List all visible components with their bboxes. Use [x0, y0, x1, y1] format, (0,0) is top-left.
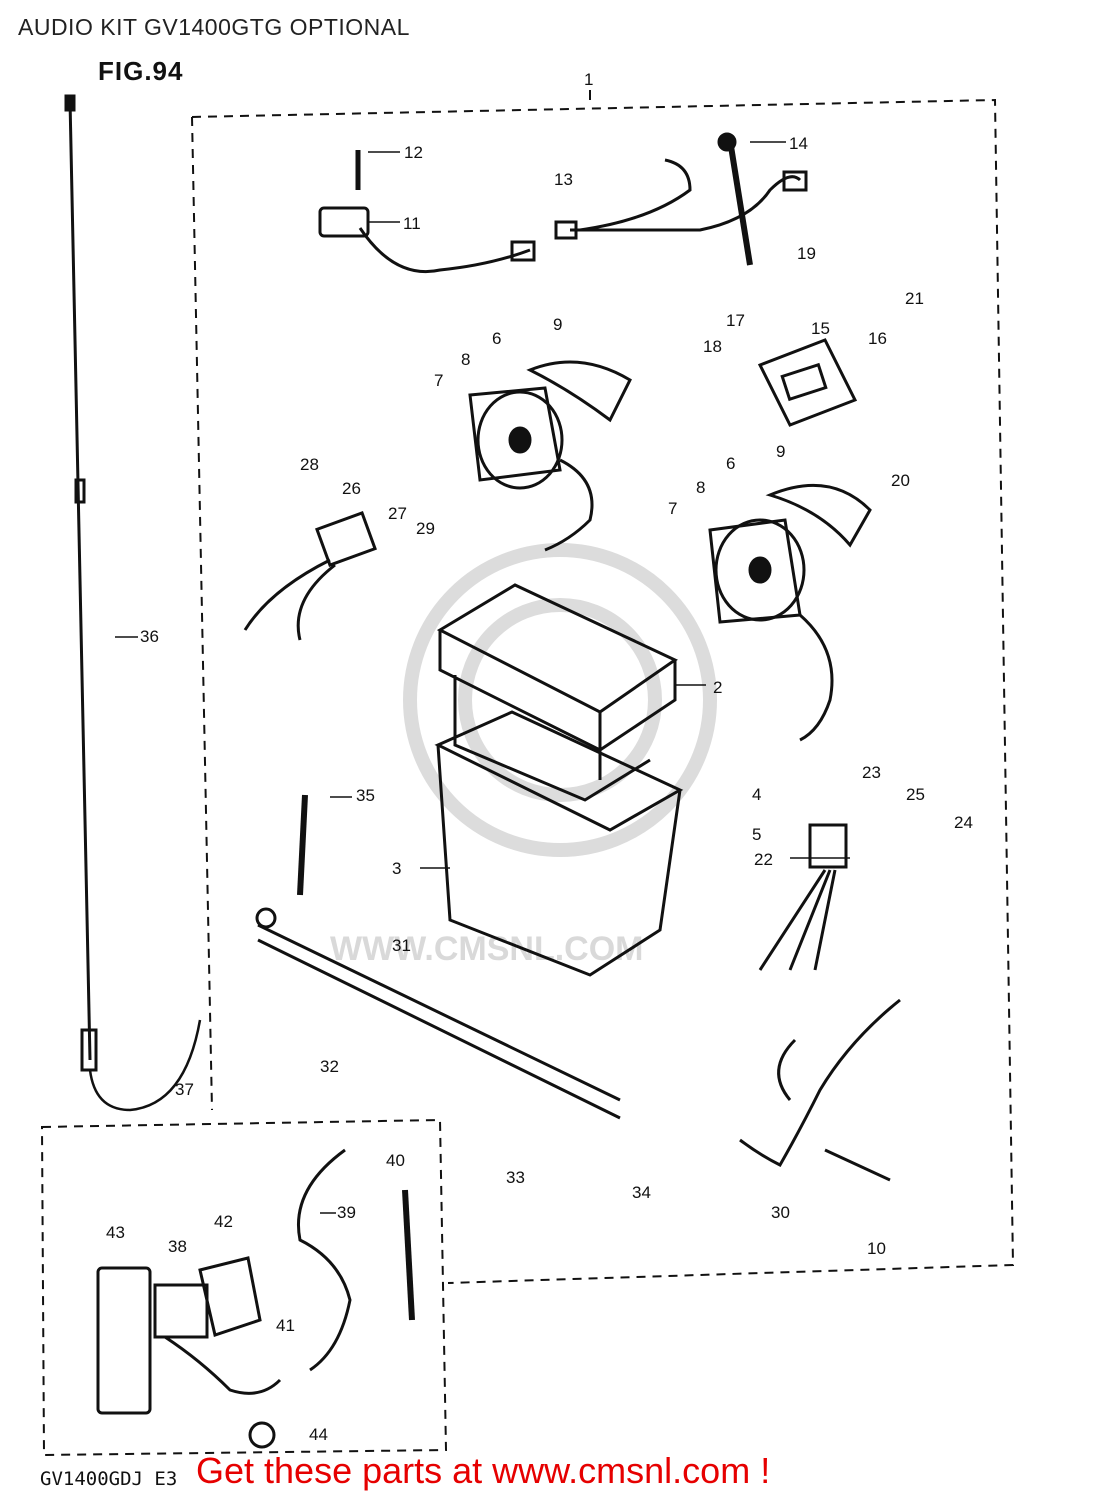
part-label: 37 [175, 1080, 194, 1099]
part-label: 41 [276, 1316, 295, 1335]
part-label: 15 [811, 319, 830, 338]
part-label: 40 [386, 1151, 405, 1170]
part-label: 26 [342, 479, 361, 498]
speaker-6-lower [708, 483, 872, 742]
audio-unit-2 [436, 583, 678, 802]
part-label: 43 [106, 1223, 125, 1242]
regulator-15 [757, 338, 858, 427]
part-label: 18 [703, 337, 722, 356]
watermark-text: WWW.CMSNL.COM [330, 930, 644, 968]
part-labels: 1 2 3 4 5 6 6 7 7 8 8 9 9 10 11 12 13 14… [106, 70, 973, 1444]
part-label: 35 [356, 786, 375, 805]
part-label: 23 [862, 763, 881, 782]
part-label: 7 [434, 371, 443, 390]
part-label: 4 [752, 785, 761, 804]
part-label: 30 [771, 1203, 790, 1222]
part-label: 12 [404, 143, 423, 162]
part-label: 31 [392, 936, 411, 955]
case-3 [434, 710, 684, 977]
part-label: 2 [713, 678, 722, 697]
part-label: 29 [416, 519, 435, 538]
harness-11-13-14 [318, 132, 808, 274]
part-label: 9 [553, 315, 562, 334]
part-label: 6 [726, 454, 735, 473]
figure-number: FIG.94 [98, 56, 184, 86]
part-label: 39 [337, 1203, 356, 1222]
part-label: 19 [797, 244, 816, 263]
part-label: 16 [868, 329, 887, 348]
part-label: 14 [789, 134, 808, 153]
part-label: 42 [214, 1212, 233, 1231]
part-label: 3 [392, 859, 401, 878]
clamp-35 [297, 794, 308, 896]
part-label: 8 [696, 478, 705, 497]
speaker-6-upper [468, 360, 632, 552]
antenna-36 [64, 94, 202, 1112]
harness-30 [739, 998, 901, 1182]
part-label: 34 [632, 1183, 651, 1202]
part-label: 10 [867, 1239, 886, 1258]
part-label: 24 [954, 813, 973, 832]
part-label: 11 [403, 214, 421, 233]
part-label: 1 [584, 70, 593, 89]
part-label: 38 [168, 1237, 187, 1256]
part-label: 36 [140, 627, 159, 646]
part-label: 32 [320, 1057, 339, 1076]
cmsnl-link[interactable]: Get these parts at www.cmsnl.com ! [196, 1450, 771, 1491]
part-label: 21 [905, 289, 924, 308]
bracket-31 [255, 907, 621, 1120]
diagram-code: GV1400GDJ E3 [40, 1468, 178, 1490]
part-label: 27 [388, 504, 407, 523]
part-label: 25 [906, 785, 925, 804]
page-title: AUDIO KIT GV1400GTG OPTIONAL [18, 14, 410, 40]
assembly-boundary [40, 98, 1015, 1457]
part-label: 44 [309, 1425, 328, 1444]
part-label: 13 [554, 170, 573, 189]
part-label: 17 [726, 311, 745, 330]
callout-leaders [115, 141, 850, 1214]
part-label: 20 [891, 471, 910, 490]
part-label: 22 [754, 850, 773, 869]
part-label: 33 [506, 1168, 525, 1187]
part-label: 5 [752, 825, 761, 844]
module-26 [243, 511, 377, 641]
part-label: 8 [461, 350, 470, 369]
part-label: 9 [776, 442, 785, 461]
part-label: 6 [492, 329, 501, 348]
part-label: 28 [300, 455, 319, 474]
part-label: 7 [668, 499, 677, 518]
module-22 [758, 823, 848, 971]
subkit-37 [96, 1148, 415, 1449]
